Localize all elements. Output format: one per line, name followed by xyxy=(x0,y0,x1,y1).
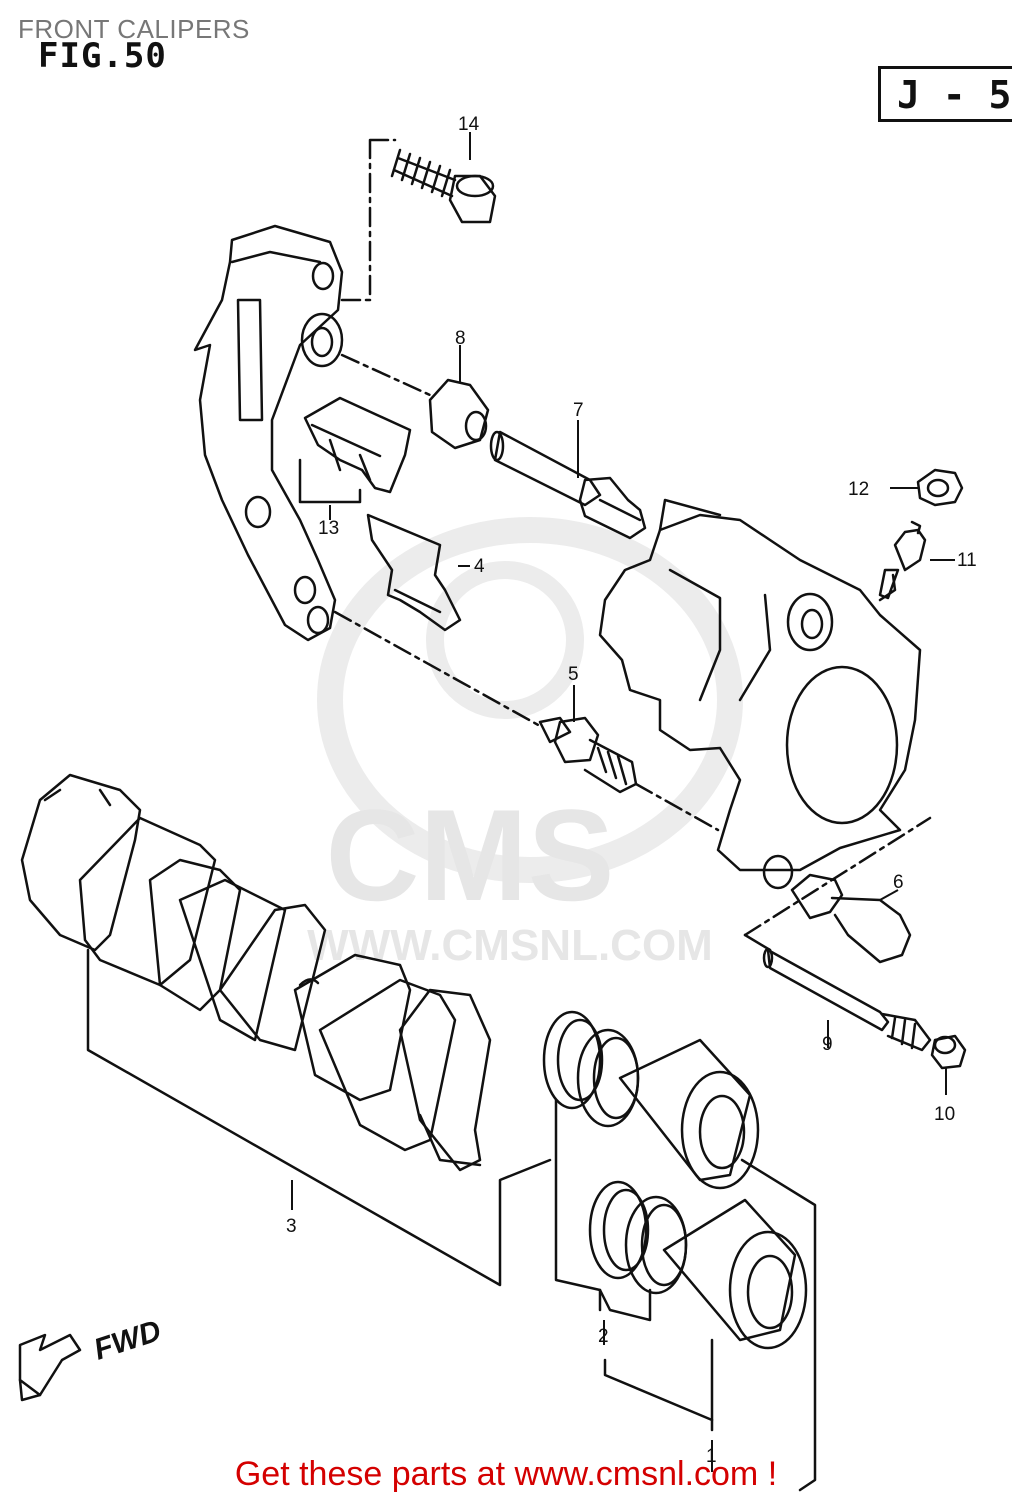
part-label-12: 12 xyxy=(848,479,869,500)
boot-drawing xyxy=(340,353,490,450)
part-label-11: 11 xyxy=(957,550,977,571)
part-label-4: 4 xyxy=(474,556,485,577)
forward-arrow xyxy=(18,1333,82,1402)
bolt-drawing xyxy=(338,138,497,302)
reference-code: J - 5 xyxy=(897,73,1012,117)
part-label-9: 9 xyxy=(822,1034,833,1055)
brake-pads-drawing xyxy=(20,773,552,1287)
footer-cta-link[interactable]: Get these parts at www.cmsnl.com ! xyxy=(234,1455,778,1493)
piston-seals-drawing xyxy=(542,1010,688,1322)
watermark: CMS WWW.CMSNL.COM xyxy=(307,517,743,970)
part-label-8: 8 xyxy=(455,328,466,349)
figure-label: FIG.50 xyxy=(38,36,167,76)
leader-lines xyxy=(291,132,955,1472)
pin-boot-drawing xyxy=(743,816,932,964)
part-label-1: 1 xyxy=(706,1446,717,1467)
stud-bolt-drawing xyxy=(333,610,720,832)
bleeder-valve-drawing xyxy=(878,520,927,600)
pistons-drawing xyxy=(603,1038,817,1492)
caliper-pin-drawing xyxy=(762,947,932,1052)
watermark-brand: CMS xyxy=(326,782,615,928)
bleeder-cap-drawing xyxy=(916,468,964,507)
caliper-body-drawing xyxy=(598,498,922,890)
part-label-2: 2 xyxy=(598,1326,609,1347)
part-label-7: 7 xyxy=(573,400,584,421)
pad-spring-drawing xyxy=(298,396,412,504)
part-label-6: 6 xyxy=(893,872,904,893)
part-label-3: 3 xyxy=(286,1216,297,1237)
watermark-url: WWW.CMSNL.COM xyxy=(307,921,713,970)
part-label-10: 10 xyxy=(934,1104,955,1125)
reference-box: J - 5 xyxy=(878,66,1012,122)
part-label-13: 13 xyxy=(318,518,339,539)
caliper-bracket-drawing xyxy=(193,224,344,642)
part-label-5: 5 xyxy=(568,664,579,685)
section-title: FRONT CALIPERS xyxy=(18,14,250,44)
slide-pin-drawing xyxy=(489,430,647,540)
part-label-14: 14 xyxy=(458,114,480,135)
fwd-label: FWD xyxy=(90,1314,165,1366)
pin-cap-drawing xyxy=(930,1034,967,1070)
anti-rattle-plate-drawing xyxy=(366,513,462,632)
